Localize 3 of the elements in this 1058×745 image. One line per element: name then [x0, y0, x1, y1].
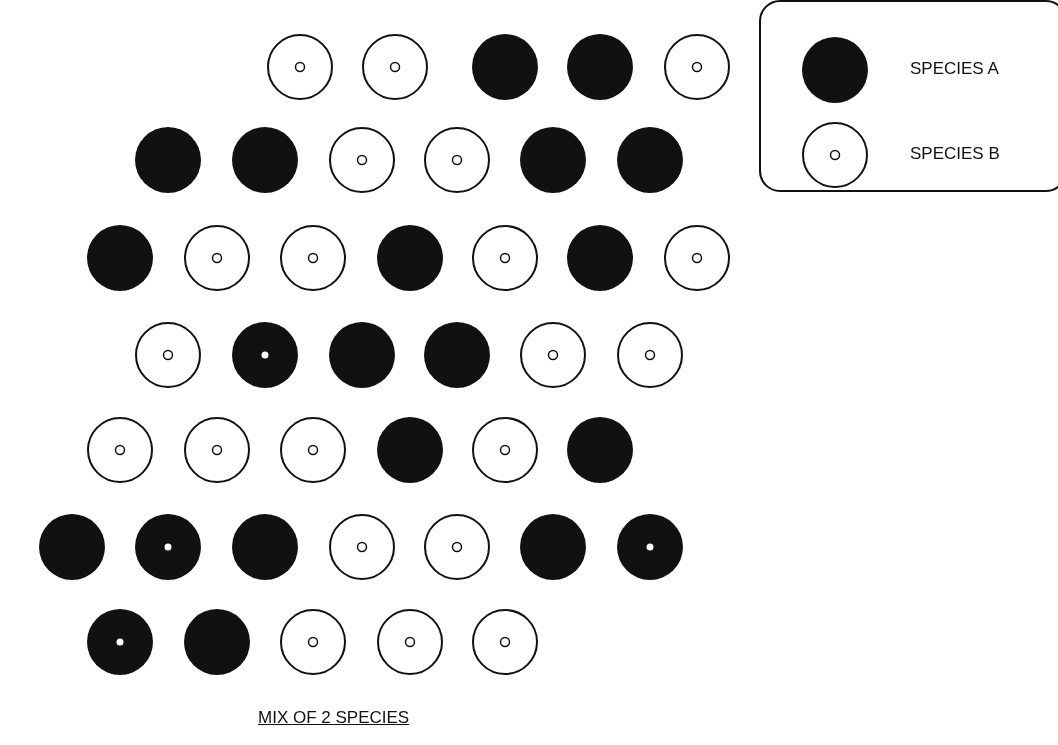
legend-label: SPECIES B	[910, 144, 1000, 164]
caption: MIX OF 2 SPECIES	[258, 708, 410, 728]
legend-label: SPECIES A	[910, 59, 999, 79]
